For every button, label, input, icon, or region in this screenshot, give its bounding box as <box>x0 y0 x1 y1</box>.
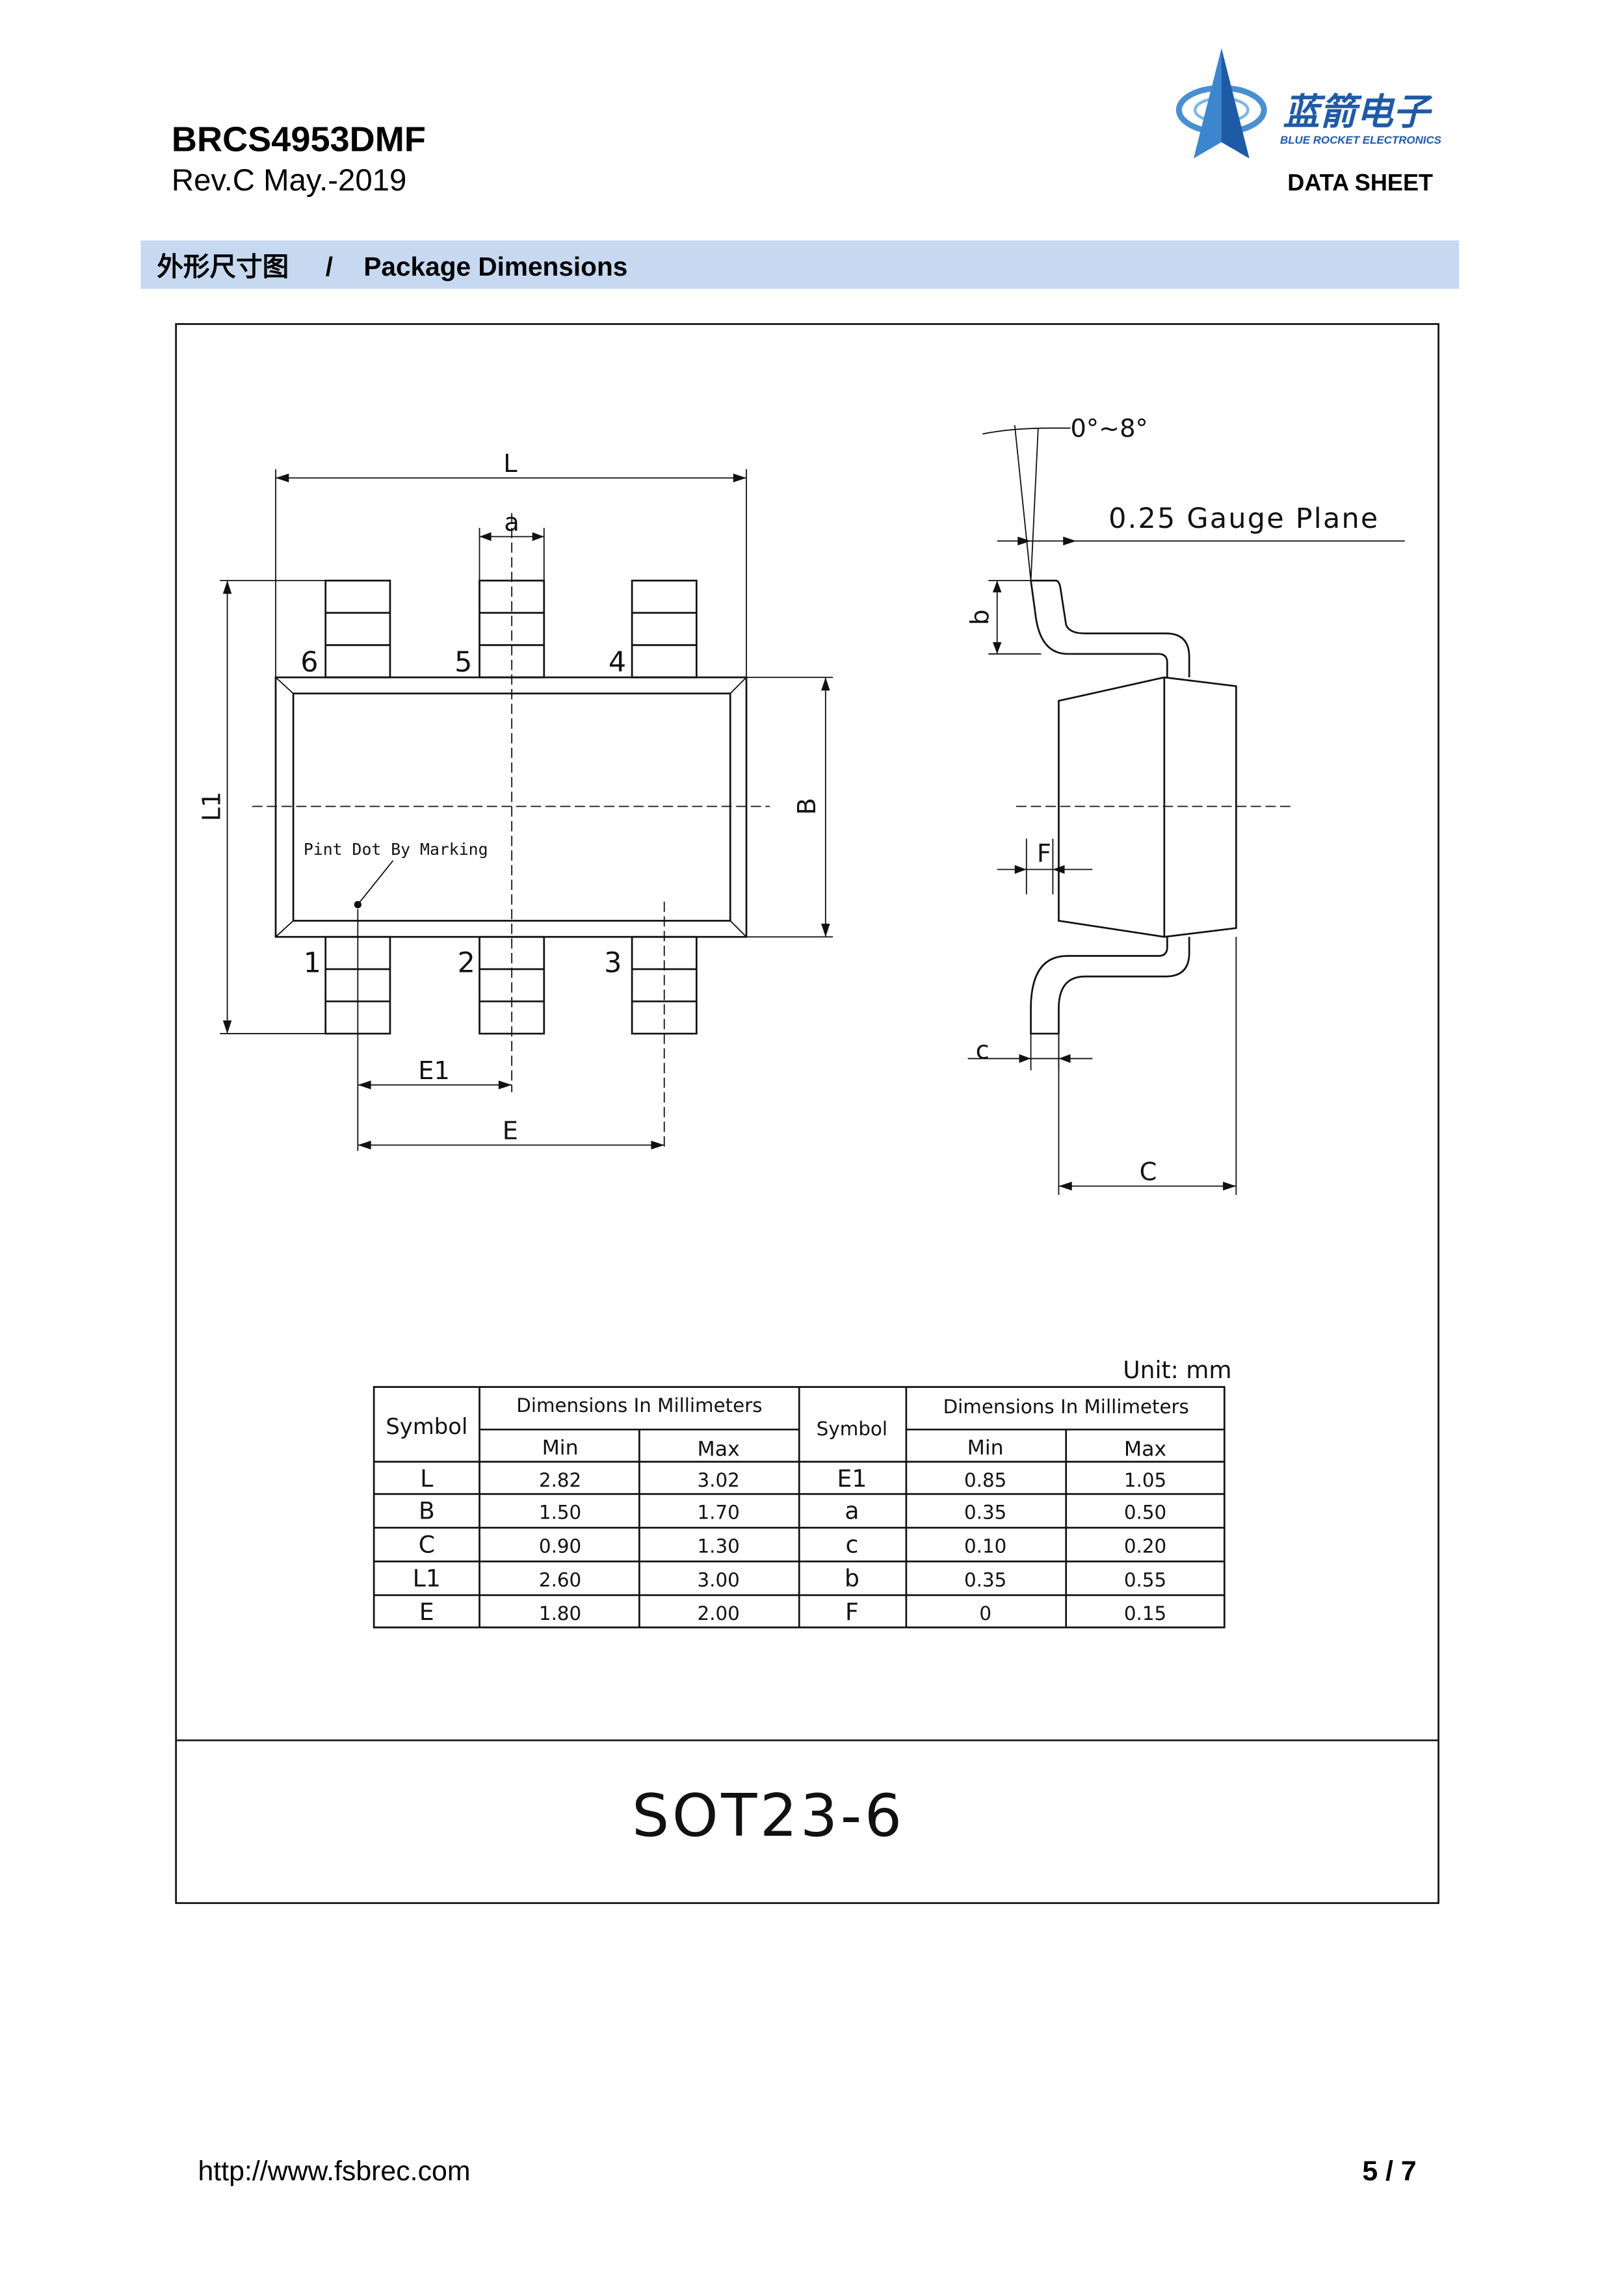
cell-max: 3.00 <box>698 1569 740 1591</box>
table-row: C 0.90 1.30 c 0.10 0.20 <box>419 1531 1166 1558</box>
dim-L1-label: L1 <box>197 792 226 822</box>
cell-max: 0.20 <box>1124 1535 1166 1557</box>
dim-C-label: C <box>1140 1158 1157 1187</box>
cell-min: 0.90 <box>539 1535 581 1557</box>
cell-symbol: E <box>419 1598 434 1626</box>
section-bar <box>140 240 1460 289</box>
package-name: SOT23-6 <box>632 1782 905 1850</box>
dimension-table: Symbol Symbol Dimensions In Millimeters … <box>373 1386 1226 1628</box>
pin-label-6: 6 <box>300 646 318 679</box>
cell-symbol: F <box>845 1598 859 1626</box>
min-header: Min <box>967 1436 1004 1459</box>
cell-min: 0.10 <box>964 1535 1006 1557</box>
cell-symbol: a <box>845 1498 859 1525</box>
side-body <box>1058 676 1237 938</box>
pin-label-1: 1 <box>304 946 321 979</box>
section-title-cn: 外形尺寸图 <box>157 252 289 281</box>
logo-cn: 蓝箭电子 <box>1283 92 1433 134</box>
table-row: L 2.82 3.02 E1 0.85 1.05 <box>420 1465 1166 1493</box>
cell-min: 0 <box>979 1602 991 1624</box>
cell-max: 0.55 <box>1124 1569 1166 1591</box>
symbol-header: Symbol <box>817 1418 887 1440</box>
dim-B-label: B <box>793 798 822 815</box>
cell-min: 1.50 <box>539 1502 581 1524</box>
dim-L-label: L <box>503 449 518 478</box>
table-row: E 1.80 2.00 F 0 0.15 <box>419 1598 1166 1626</box>
cell-symbol: L1 <box>413 1565 441 1592</box>
cell-max: 2.00 <box>698 1602 740 1624</box>
table-body: L 2.82 3.02 E1 0.85 1.05B 1.50 1.70 a 0.35 0.50C 0.… <box>413 1465 1166 1626</box>
cell-max: 3.02 <box>698 1469 740 1491</box>
page-number: 5 / 7 <box>1362 2156 1416 2187</box>
cell-min: 0.35 <box>964 1502 1006 1524</box>
side-view: 0.25 Gauge Plane 0°~8° b F c C <box>965 414 1405 1195</box>
cell-max: 1.70 <box>698 1502 740 1524</box>
dim-F-label: F <box>1037 839 1051 868</box>
pin-label-2: 2 <box>458 946 475 979</box>
body-outline <box>274 676 748 938</box>
pin-label-5: 5 <box>454 646 472 679</box>
cell-min: 2.82 <box>539 1469 581 1491</box>
pin-label-4: 4 <box>609 646 626 679</box>
cell-min: 0.85 <box>964 1469 1006 1491</box>
marking-note: Pint Dot By Marking <box>304 840 488 859</box>
max-header: Max <box>698 1438 740 1461</box>
unit-label: Unit: mm <box>1123 1357 1231 1384</box>
dims-header: Dimensions In Millimeters <box>516 1394 762 1416</box>
min-header: Min <box>542 1436 579 1459</box>
section-separator: / <box>326 252 333 281</box>
doc-type: DATA SHEET <box>1287 169 1433 196</box>
cell-symbol: c <box>845 1531 858 1558</box>
dims-header: Dimensions In Millimeters <box>943 1396 1189 1418</box>
dim-a-label: a <box>504 508 519 537</box>
part-number: BRCS4953DMF <box>172 120 426 159</box>
bottom-lead <box>1030 937 1190 1035</box>
cell-max: 1.05 <box>1124 1469 1166 1491</box>
cell-min: 2.60 <box>539 1569 581 1591</box>
cell-symbol: b <box>845 1565 859 1592</box>
top-lead <box>1030 579 1190 678</box>
pin1-dot-icon <box>354 900 361 909</box>
revision: Rev.C May.-2019 <box>172 163 406 198</box>
cell-min: 1.80 <box>539 1602 581 1624</box>
angle-label: 0°~8° <box>1070 414 1147 443</box>
cell-max: 0.50 <box>1124 1502 1166 1524</box>
company-logo: 蓝箭电子 BLUE ROCKET ELECTRONICS <box>1175 48 1442 159</box>
footer-url[interactable]: http://www.fsbrec.com <box>198 2156 470 2187</box>
pin-label-3: 3 <box>604 946 622 979</box>
rocket-icon <box>1175 48 1267 159</box>
cell-symbol: B <box>419 1498 435 1525</box>
cell-max: 0.15 <box>1124 1602 1166 1624</box>
drawing-frame <box>175 323 1439 1904</box>
logo-en: BLUE ROCKET ELECTRONICS <box>1280 134 1442 146</box>
dim-E-label: E <box>503 1116 518 1145</box>
section-title-en: Package Dimensions <box>363 252 627 281</box>
top-view: 6 5 4 1 2 3 L a L1 B E1 E Pint Dot By Ma… <box>197 449 833 1151</box>
cell-symbol: E1 <box>837 1465 867 1493</box>
cell-symbol: L <box>420 1465 433 1493</box>
dim-b-label: b <box>965 609 995 625</box>
dim-c-label: c <box>976 1036 990 1065</box>
table-row: L1 2.60 3.00 b 0.35 0.55 <box>413 1565 1166 1592</box>
cell-max: 1.30 <box>698 1535 740 1557</box>
gauge-plane-label: 0.25 Gauge Plane <box>1108 502 1379 535</box>
pins <box>324 579 698 1035</box>
cell-min: 0.35 <box>964 1569 1006 1591</box>
max-header: Max <box>1124 1438 1166 1461</box>
symbol-header: Symbol <box>386 1414 467 1439</box>
table-row: B 1.50 1.70 a 0.35 0.50 <box>419 1498 1166 1525</box>
cell-symbol: C <box>419 1531 435 1558</box>
dim-E1-label: E1 <box>418 1056 450 1086</box>
